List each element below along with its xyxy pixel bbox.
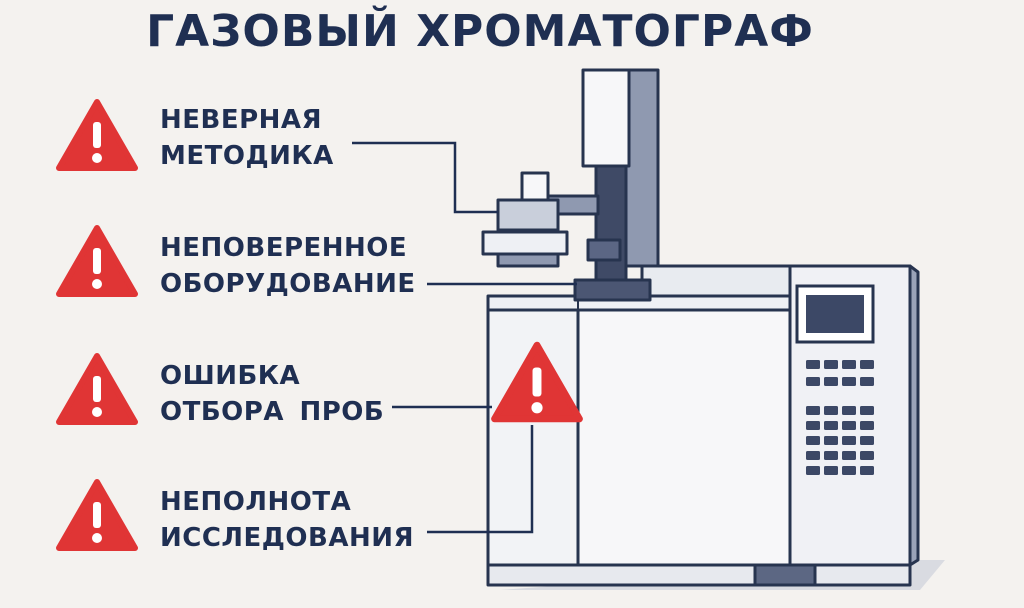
keypad-key <box>824 436 838 445</box>
keypad-key <box>860 406 874 415</box>
keypad-key <box>860 360 874 369</box>
keypad-key <box>860 436 874 445</box>
keypad-key <box>824 406 838 415</box>
warning-label-sampling: ОШИБКА ОТБОРА ПРОБ <box>160 361 385 427</box>
autosampler-arm <box>481 171 600 268</box>
keypad-key <box>842 360 856 369</box>
warning-label-method: НЕВЕРНАЯ МЕТОДИКА <box>160 105 334 171</box>
display-screen <box>795 284 875 344</box>
keypad-key <box>806 466 820 475</box>
page-title: ГАЗОВЫЙ ХРОМАТОГРАФ <box>146 6 814 57</box>
warning-label-equipment: НЕПОВЕРЕННОЕ ОБОРУДОВАНИЕ <box>160 233 416 299</box>
keypad <box>806 360 874 475</box>
leader-lines <box>352 141 577 534</box>
keypad-key <box>824 451 838 460</box>
keypad-key <box>860 421 874 430</box>
keypad-key <box>842 421 856 430</box>
injector-column <box>573 68 660 302</box>
keypad-key <box>806 377 820 386</box>
keypad-key <box>860 377 874 386</box>
keypad-key <box>842 377 856 386</box>
keypad-key <box>806 451 820 460</box>
warning-triangle-icon <box>56 99 138 171</box>
keypad-key <box>806 406 820 415</box>
keypad-key <box>860 451 874 460</box>
keypad-key <box>824 466 838 475</box>
keypad-key <box>842 406 856 415</box>
keypad-key <box>824 360 838 369</box>
keypad-key <box>806 360 820 369</box>
warning-triangle-icon <box>491 341 583 423</box>
warning-triangle-icon <box>56 479 138 551</box>
keypad-key <box>824 421 838 430</box>
keypad-key <box>842 436 856 445</box>
keypad-key <box>860 466 874 475</box>
warning-label-research: НЕПОЛНОТА ИССЛЕДОВАНИЯ <box>160 487 415 553</box>
keypad-key <box>806 436 820 445</box>
warning-triangle-icon <box>56 353 138 425</box>
keypad-key <box>842 466 856 475</box>
keypad-key <box>842 451 856 460</box>
keypad-key <box>824 377 838 386</box>
warning-triangle-icon <box>56 225 138 297</box>
keypad-key <box>806 421 820 430</box>
